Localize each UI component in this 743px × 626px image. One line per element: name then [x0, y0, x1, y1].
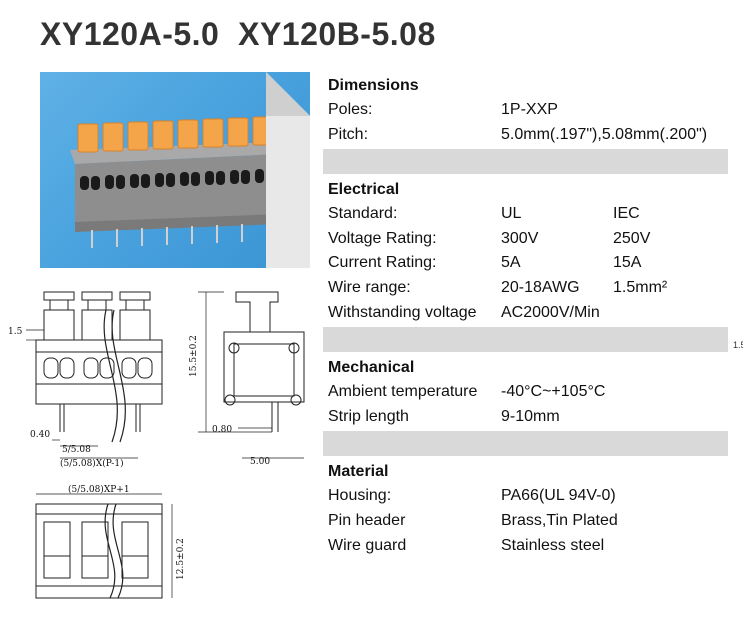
- top-total-dim: (5/5.08)XP+1: [68, 484, 130, 495]
- spec-ul-value: 300V: [501, 229, 539, 247]
- edge-dimension-note: 1.5: [733, 340, 743, 350]
- spec-label: Standard:: [328, 205, 398, 223]
- spec-label: Pin header: [328, 511, 406, 529]
- dimensions-heading: Dimensions: [328, 77, 419, 94]
- page-title: XY120A-5.0 XY120B-5.08: [40, 16, 436, 52]
- spec-ul-value: 20-18AWG: [501, 278, 580, 296]
- spec-ul-value: AC2000V/Min: [501, 303, 600, 321]
- separator-band: [323, 149, 728, 175]
- side-width-dim: 5.00: [250, 457, 270, 467]
- spec-row-voltage: Voltage Rating: 300V 250V: [323, 227, 728, 252]
- spec-value: 5.0mm(.197"),5.08mm(.200"): [501, 125, 708, 143]
- spec-value: -40°C~+105°C: [501, 383, 606, 401]
- front-pitch-dim: 5/5.08: [62, 445, 91, 455]
- separator-band: [323, 431, 728, 457]
- spec-label: Strip length: [328, 407, 409, 425]
- spec-iec-value: 15A: [613, 254, 642, 272]
- side-height-dim: 15.5±0.2: [189, 335, 199, 377]
- spec-table: Dimensions Poles: 1P-XXP Pitch: 5.0mm(.1…: [323, 74, 728, 558]
- spec-label: Withstanding voltage: [328, 303, 477, 321]
- spec-row-wire-guard: Wire guard Stainless steel: [323, 534, 728, 559]
- spec-row-pin-header: Pin header Brass,Tin Plated: [323, 509, 728, 534]
- spec-value: 1P-XXP: [501, 101, 558, 118]
- spec-row-standard: Standard: UL IEC: [323, 202, 728, 227]
- spec-label: Wire range:: [328, 278, 411, 296]
- spec-label: Housing:: [328, 487, 392, 505]
- spec-value: Brass,Tin Plated: [501, 511, 618, 529]
- front-pin-dim: 0.40: [30, 430, 50, 440]
- spec-ul-value: UL: [501, 205, 522, 223]
- spec-row-poles: Poles: 1P-XXP: [323, 98, 728, 123]
- side-view-drawing: 15.5±0.2 0.80 5.00: [189, 291, 305, 467]
- front-view-drawing: 1.5 0.40 5/5.08 (5/5.08)X(P-1): [8, 291, 163, 469]
- spec-row-current: Current Rating: 5A 15A: [323, 251, 728, 276]
- spec-row-pitch: Pitch: 5.0mm(.197"),5.08mm(.200"): [323, 123, 728, 148]
- spec-value: PA66(UL 94V-0): [501, 487, 616, 505]
- top-view-drawing: (5/5.08)XP+1 12.5±0.2: [35, 484, 186, 599]
- spec-row-ambient: Ambient temperature -40°C~+105°C: [323, 380, 728, 405]
- front-height-dim: 1.5: [8, 327, 23, 337]
- photo-page-curl: [266, 72, 310, 268]
- spec-label: Pitch:: [328, 125, 369, 143]
- spec-ul-value: 5A: [501, 254, 521, 272]
- electrical-heading: Electrical: [328, 181, 400, 199]
- spec-iec-value: 250V: [613, 229, 651, 247]
- spec-label: Ambient temperature: [328, 383, 478, 401]
- spec-row-housing: Housing: PA66(UL 94V-0): [323, 484, 728, 509]
- spec-label: Poles:: [328, 101, 373, 118]
- mechanical-heading: Mechanical: [328, 359, 415, 377]
- product-photo: [40, 72, 310, 268]
- front-total-dim: (5/5.08)X(P-1): [60, 458, 124, 469]
- side-pin-dim: 0.80: [212, 425, 232, 435]
- separator-band: [323, 327, 728, 353]
- spec-value: 9-10mm: [501, 407, 560, 425]
- spec-iec-value: 1.5mm²: [613, 278, 668, 296]
- spec-label: Voltage Rating:: [328, 229, 437, 247]
- spec-value: Stainless steel: [501, 536, 605, 554]
- spec-label: Wire guard: [328, 536, 407, 554]
- spec-label: Current Rating:: [328, 254, 437, 272]
- spec-row-wire-range: Wire range: 20-18AWG 1.5mm²: [323, 276, 728, 301]
- material-heading: Material: [328, 463, 389, 481]
- spec-row-strip: Strip length 9-10mm: [323, 405, 728, 430]
- spec-row-withstanding: Withstanding voltage AC2000V/Min: [323, 301, 728, 326]
- top-depth-dim: 12.5±0.2: [176, 538, 186, 580]
- spec-iec-value: IEC: [613, 205, 640, 223]
